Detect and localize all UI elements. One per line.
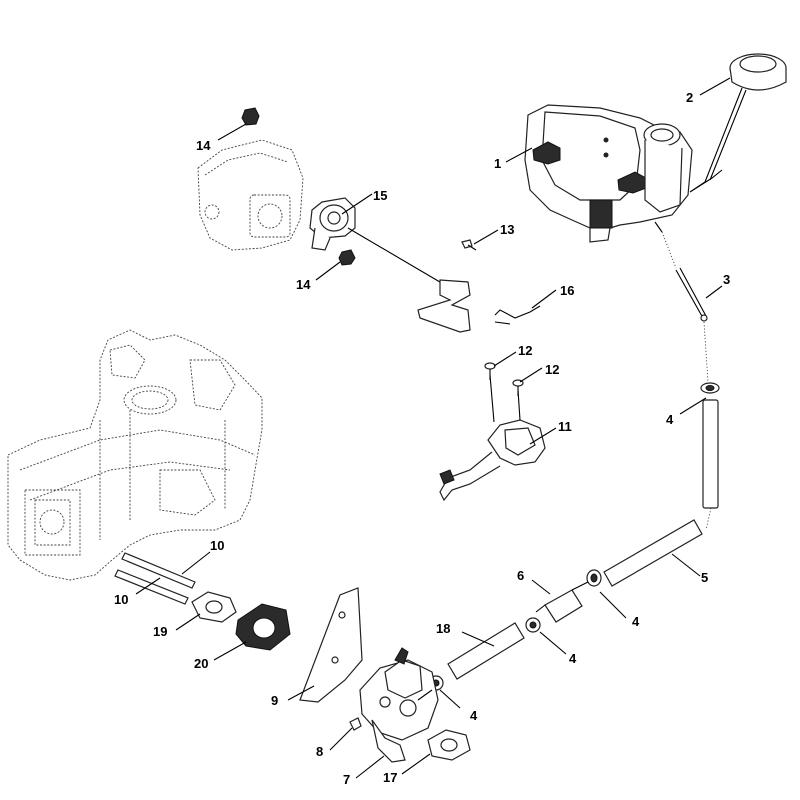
throttle-control-part-15 [309,197,471,333]
callout-3: 3 [723,272,730,287]
stud-part-10-b [114,569,189,605]
callout-12-a: 12 [518,343,532,358]
hose-clamp-part-4-upper [700,382,720,394]
fuel-hose-part-18 [447,622,525,680]
carburetor-part-7 [359,647,439,763]
screw-part-8 [349,717,362,731]
screw-part-12-a [484,362,496,380]
callout-4-upper: 4 [666,412,674,427]
fuel-filter-part-6 [535,581,589,623]
fuel-hose-vertical [702,399,719,509]
callout-10-a: 10 [210,538,224,553]
callout-5: 5 [701,570,708,585]
nut-part-14-lower [338,249,356,266]
callout-4-mid: 4 [632,614,640,629]
callout-1: 1 [494,156,501,171]
engine-block-outline [7,329,263,581]
callout-14-lower: 14 [296,277,311,292]
callout-18: 18 [436,621,450,636]
callout-13: 13 [500,222,514,237]
callout-2: 2 [686,90,693,105]
callout-7: 7 [343,772,350,787]
gasket-part-19 [191,591,237,623]
callout-14-top: 14 [196,138,211,153]
stud-part-10-a [121,552,196,589]
callout-19: 19 [153,624,167,639]
link-rod-part-16 [494,305,541,325]
callout-4-carb: 4 [470,708,478,723]
fuel-pump-part-11 [439,374,546,502]
callout-10-b: 10 [114,592,128,607]
hose-clamp-part-4-lower [525,617,541,633]
callout-20: 20 [194,656,208,671]
valve-part-3 [675,267,708,322]
fuel-tank-part-1 [524,104,693,243]
callout-15: 15 [373,188,387,203]
fuel-hose-part-5 [603,519,703,587]
callout-16: 16 [560,283,574,298]
heat-shield-part-9 [299,587,363,703]
hose-clamp-part-4-mid [586,569,602,587]
screw-part-12-b [512,379,524,396]
nut-part-14-top [241,107,260,126]
callout-9: 9 [271,693,278,708]
callout-17: 17 [383,770,397,785]
callout-4-lower: 4 [569,651,577,666]
air-filter-housing-outline [197,139,304,251]
fuel-cap-part-2 [689,53,787,193]
insulator-part-20 [235,603,291,651]
callout-6: 6 [517,568,524,583]
screw-part-13 [461,239,477,251]
callout-8: 8 [316,744,323,759]
callout-11: 11 [558,419,572,434]
callout-12-b: 12 [545,362,559,377]
gasket-part-17 [427,729,471,761]
leader-lines [135,77,731,779]
